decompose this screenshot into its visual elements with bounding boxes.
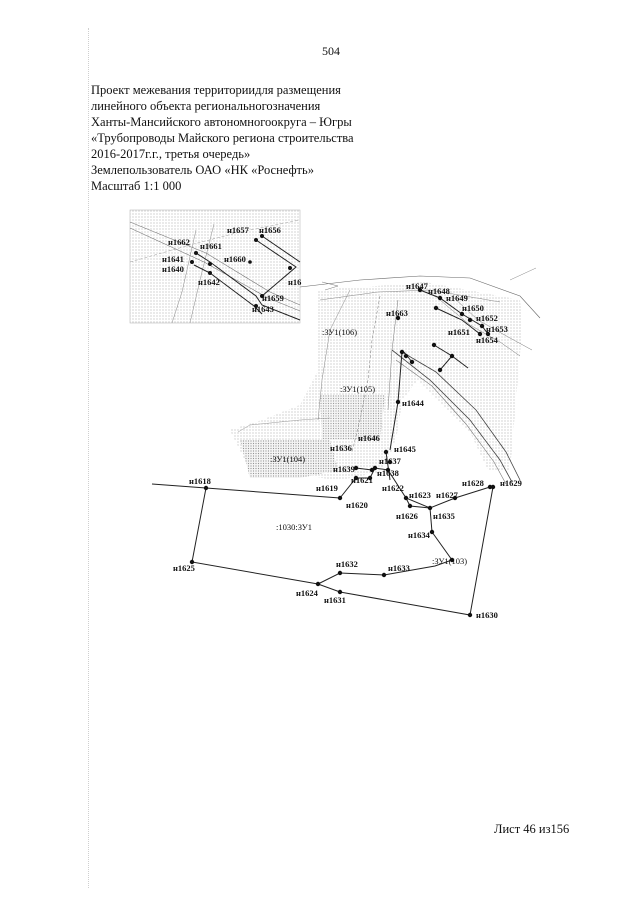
point-label: н1630 [476,610,498,620]
point-label: н1636 [330,443,352,453]
header-line-5: 2016-2017г.г., третья очередь» [91,147,251,161]
point-label: н1657 [227,225,250,235]
point-label: н1653 [486,324,508,334]
point-label: н1647 [406,281,429,291]
point-label: н1662 [168,237,190,247]
header-line-4: «Трубопроводы Майского региона строитель… [91,131,354,145]
document-header: Проект межевания территориидля размещени… [91,82,391,194]
sheet-number: Лист 46 из156 [494,822,570,836]
zone-label: :1030:ЗУ1 [276,522,312,532]
point-label: н1635 [433,511,455,521]
header-land-user: Землепользователь ОАО «НК «Роснефть» [91,163,314,177]
point-label: н1623 [409,490,431,500]
point-label: н1659 [262,293,284,303]
point-label: н1652 [476,313,498,323]
point-label: н1637 [379,456,402,466]
zone-label: :ЗУ1(105) [340,384,375,394]
point-label: н1660 [224,254,246,264]
point-label: н1642 [198,277,220,287]
point-label: н1648 [428,286,450,296]
point-label: н16 [288,277,301,287]
point-label: н1643 [252,304,274,314]
point-label: н1640 [162,264,184,274]
zone-label: :ЗУ1(103) [432,556,467,566]
point-label: н1639 [333,464,355,474]
background-lines [237,267,541,485]
point-label: н1627 [436,490,459,500]
point-label: н1622 [382,483,404,493]
point-label: н1632 [336,559,358,569]
header-scale: Масштаб 1:1 000 [91,179,182,193]
point-label: н1663 [386,308,408,318]
point-label: н1626 [396,511,418,521]
header-line-1: Проект межевания территориидля размещени… [91,83,341,97]
point-label: н1641 [162,254,184,264]
point-label: н1645 [394,444,416,454]
point-label: н1625 [173,563,195,573]
zone-label: :ЗУ1(104) [270,454,305,464]
point-label: н1654 [476,335,499,345]
header-line-2: линейного объекта регионального­значения [91,99,321,113]
point-labels: н1618 н1619 н1620 н1621 н1622 н1623 н162… [162,225,522,620]
page-number: 504 [322,44,340,58]
point-label: н1633 [388,563,410,573]
point-label: н1650 [462,303,484,313]
page-margin-line [88,28,89,888]
header-line-3: Ханты-Мансийского автономного­округа – Ю… [91,115,352,129]
point-label: н1624 [296,588,319,598]
zone-labels: :ЗУ1(106) :ЗУ1(105) :ЗУ1(104) :1030:ЗУ1 … [270,327,467,566]
point-label: н1621 [351,475,373,485]
boundary-points [189,287,496,618]
point-label: н1656 [259,225,281,235]
inset-map [129,209,301,324]
point-label: н1618 [189,476,211,486]
point-label: н1619 [316,483,338,493]
point-label: н1649 [446,293,468,303]
point-label: н1629 [500,478,522,488]
point-label: н1651 [448,327,470,337]
point-label: н1646 [358,433,380,443]
point-label: н1634 [408,530,431,540]
parcel-shading [230,282,522,480]
point-label: н1631 [324,595,346,605]
point-label: н1644 [402,398,425,408]
point-label: н1661 [200,241,222,251]
zone-label: :ЗУ1(106) [322,327,357,337]
point-label: н1628 [462,478,484,488]
point-label: н1620 [346,500,368,510]
point-label: н1638 [377,468,399,478]
